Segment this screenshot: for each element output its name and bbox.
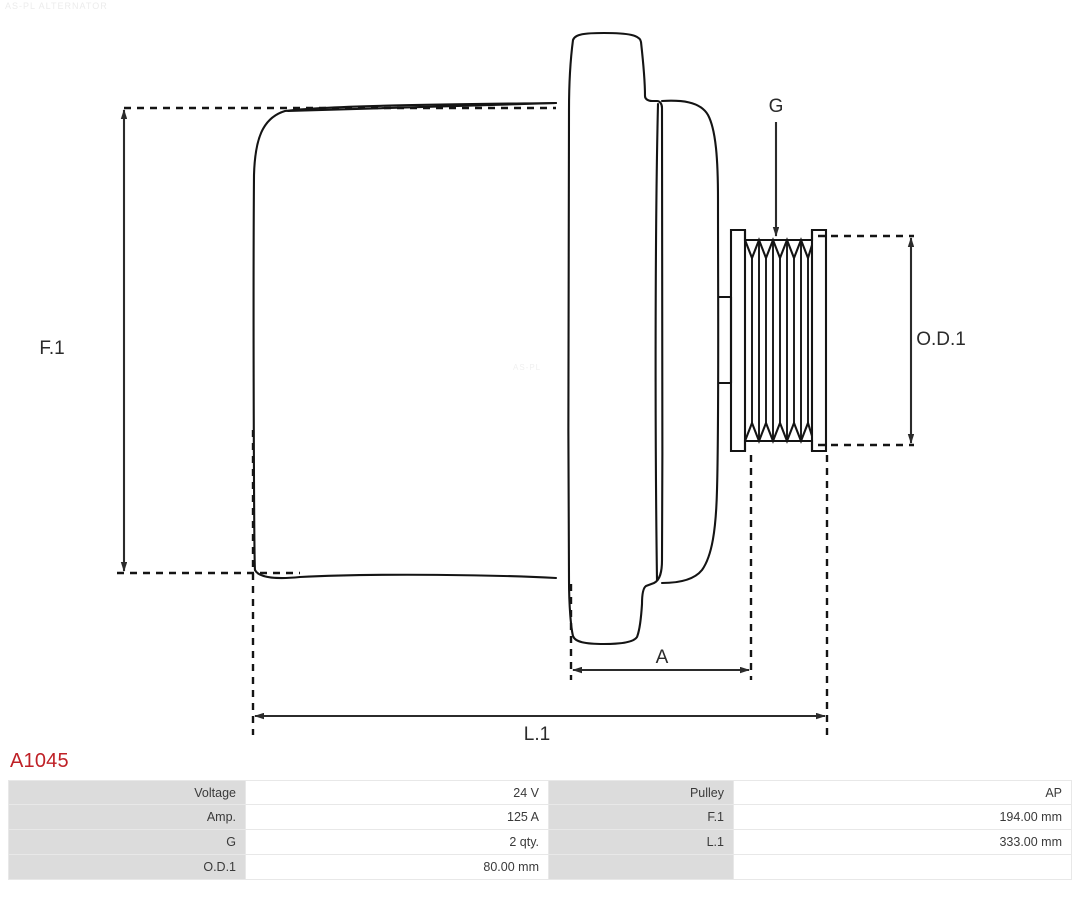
spec-table-body: Voltage 24 V Pulley AP Amp. 125 A F.1 19… [8, 780, 1072, 880]
spec-label: L.1 [549, 830, 734, 855]
dimension-a: A [569, 455, 753, 680]
dimension-od1: O.D.1 [818, 234, 966, 447]
technical-drawing: F.1 O.D.1 G A [39, 31, 966, 745]
pulley-top-profile [743, 230, 814, 242]
rear-housing-outline [252, 101, 558, 572]
pulley-groove-walls [751, 240, 809, 441]
pulley-group [729, 228, 828, 453]
spec-table: Voltage 24 V Pulley AP Amp. 125 A F.1 19… [8, 780, 1072, 880]
shaft-spacer-outline [718, 295, 733, 385]
spec-value-empty [734, 855, 1072, 880]
dimension-f1: F.1 [39, 106, 556, 575]
pulley-left-flange [729, 228, 747, 453]
shaft-spacer-group [718, 295, 733, 385]
dimension-label-l1: L.1 [524, 724, 550, 745]
spec-label: Amp. [8, 805, 246, 830]
spec-label: G [8, 830, 246, 855]
dimension-label-f1: F.1 [39, 338, 64, 359]
rear-housing-bottom-edge [253, 568, 558, 580]
leader-g: G [769, 96, 784, 237]
pulley-bottom-profile [743, 439, 814, 451]
front-bracket-outline [660, 99, 720, 585]
spec-label: Voltage [8, 780, 246, 805]
spec-value: 24 V [246, 780, 549, 805]
alternator-drawing-svg: F.1 O.D.1 G A [39, 31, 966, 745]
spec-value: 80.00 mm [246, 855, 549, 880]
spec-label: Pulley [549, 780, 734, 805]
stator-inner-line [654, 102, 660, 582]
spec-label-empty [549, 855, 734, 880]
part-number-heading: A1045 [10, 750, 69, 772]
front-bracket-group [660, 99, 720, 585]
specification-table: Voltage 24 V Pulley AP Amp. 125 A F.1 19… [8, 780, 1072, 880]
dimension-l1: L.1 [251, 430, 829, 745]
table-row: O.D.1 80.00 mm [8, 855, 1072, 880]
stator-block-outline [567, 31, 664, 646]
table-row: G 2 qty. L.1 333.00 mm [8, 830, 1072, 855]
spec-value: 125 A [246, 805, 549, 830]
table-row: Amp. 125 A F.1 194.00 mm [8, 805, 1072, 830]
spec-label: F.1 [549, 805, 734, 830]
dimension-label-od1: O.D.1 [916, 329, 966, 350]
spec-value: AP [734, 780, 1072, 805]
stator-block-group [567, 31, 664, 646]
dimension-label-g: G [769, 96, 784, 117]
pulley-right-flange [810, 228, 828, 453]
spec-value: 333.00 mm [734, 830, 1072, 855]
dimension-label-a: A [656, 647, 669, 668]
spec-value: 194.00 mm [734, 805, 1072, 830]
alternator-housing-group [252, 101, 558, 580]
spec-value: 2 qty. [246, 830, 549, 855]
table-row: Voltage 24 V Pulley AP [8, 780, 1072, 805]
spec-label: O.D.1 [8, 855, 246, 880]
